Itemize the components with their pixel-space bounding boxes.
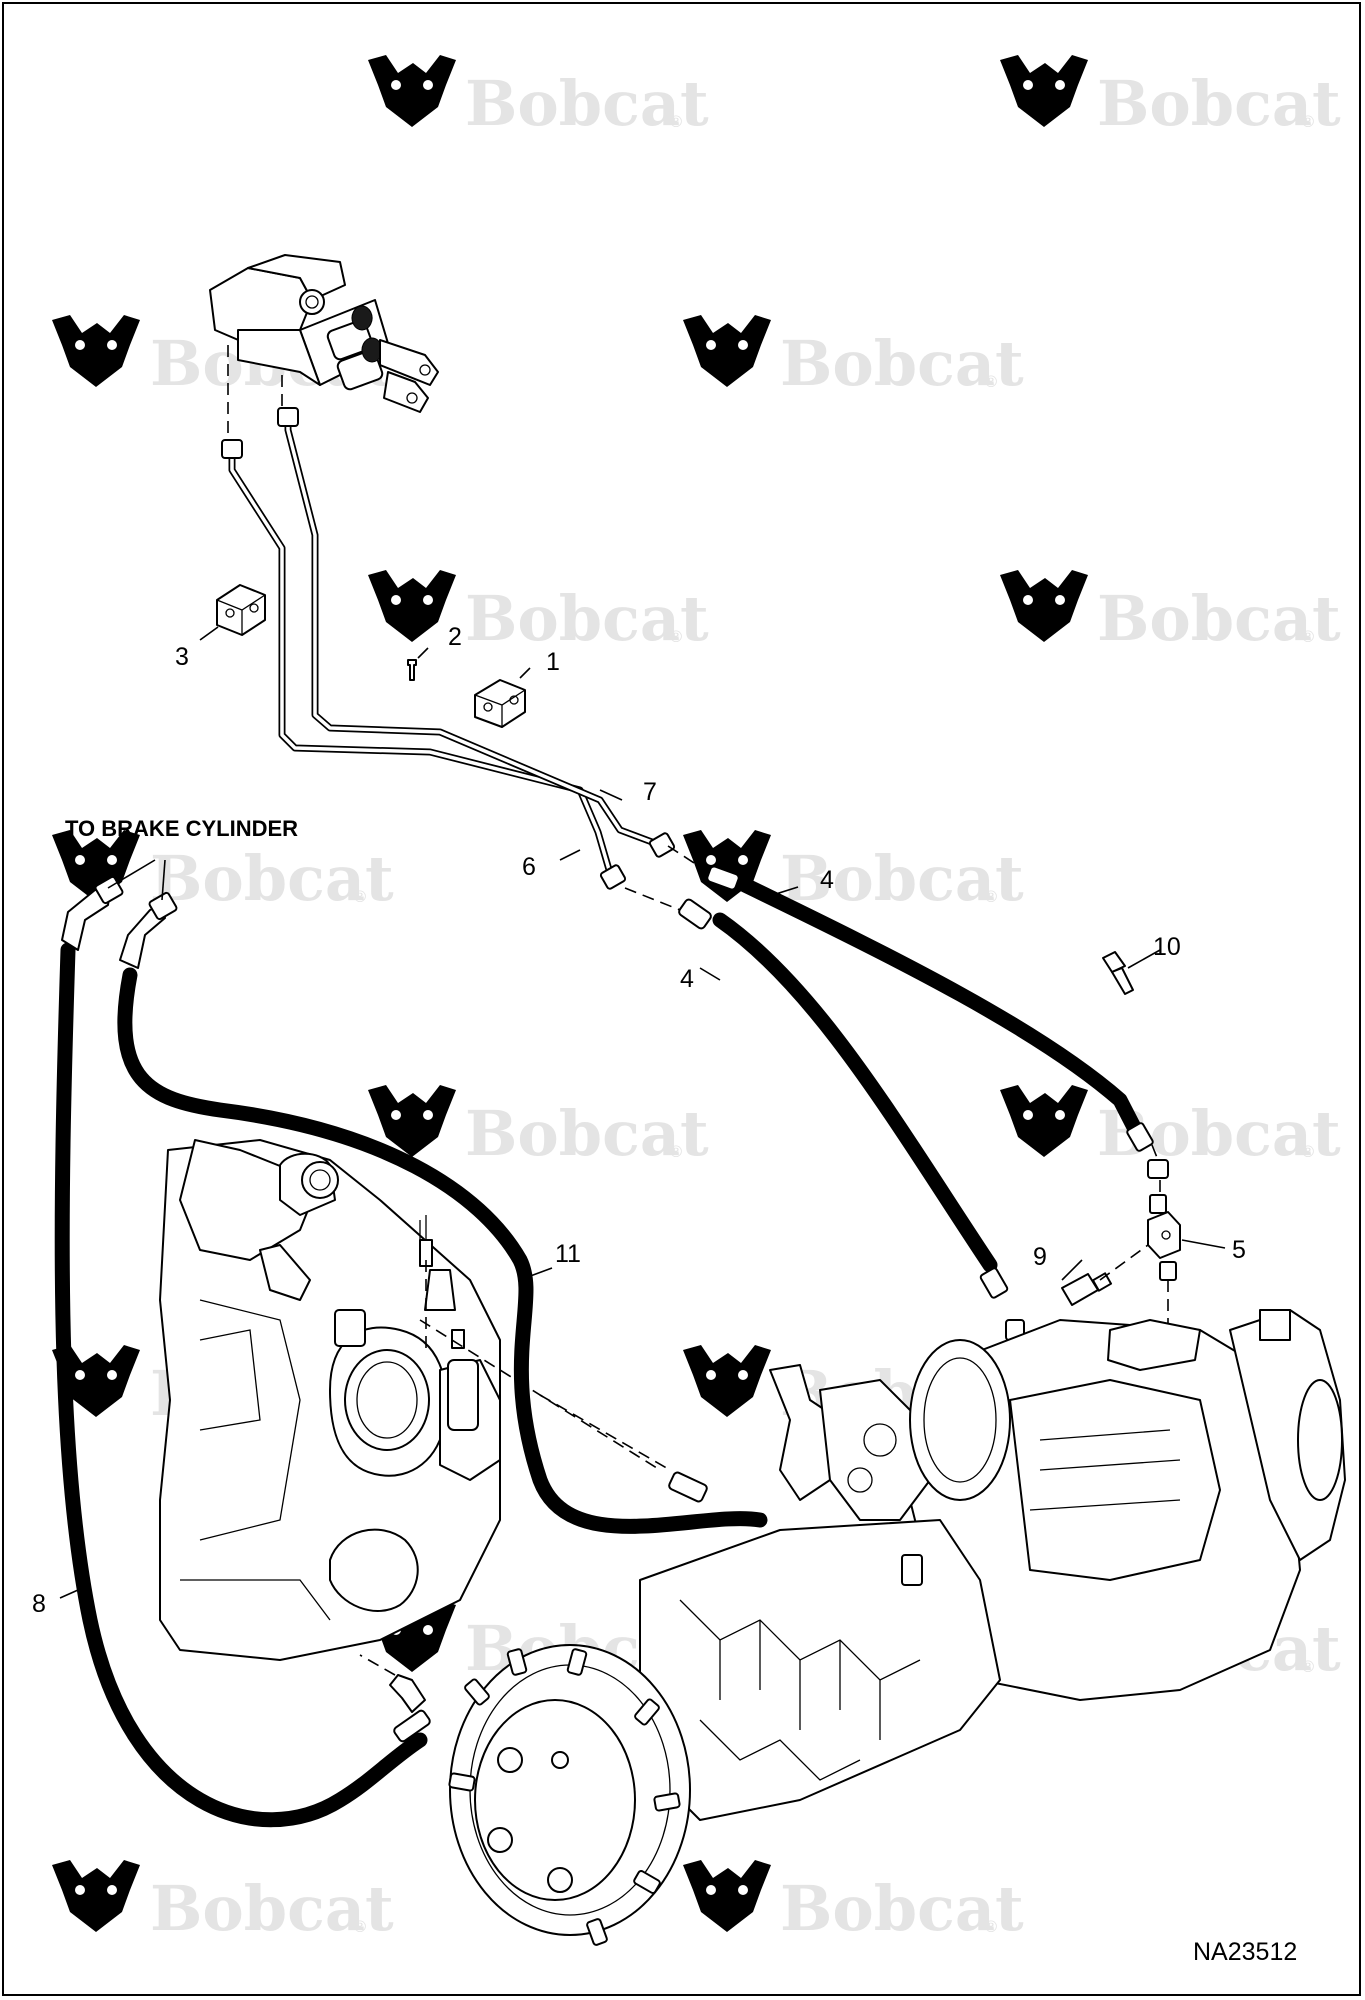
watermark-text: Bobcat bbox=[1097, 67, 1341, 140]
watermark-16: Bobcat ® bbox=[683, 1860, 1024, 1945]
align-dash-transmission-hose bbox=[419, 1319, 661, 1471]
watermark-text: Bobcat bbox=[150, 842, 394, 915]
svg-text:®: ® bbox=[983, 372, 999, 391]
svg-text:®: ® bbox=[1300, 627, 1316, 646]
brake-valve bbox=[209, 254, 439, 413]
watermark-text: Bobcat bbox=[150, 1872, 394, 1945]
callout-4-lower: 4 bbox=[680, 965, 694, 993]
tube-7 bbox=[277, 407, 676, 858]
watermark-9: Bobcat ® bbox=[368, 1085, 709, 1170]
callout-6: 6 bbox=[522, 853, 536, 881]
watermark-1: Bobcat ® bbox=[368, 55, 709, 140]
watermark-text: Bobcat bbox=[1097, 582, 1341, 655]
callout-10: 10 bbox=[1153, 933, 1181, 961]
transmission-unit bbox=[159, 1139, 501, 1661]
watermark-4: Bobcat ® bbox=[683, 315, 1024, 400]
clamp-1 bbox=[474, 679, 526, 728]
watermark-text: Bobcat bbox=[780, 1872, 1024, 1945]
watermark-text: Bobcat bbox=[780, 842, 1024, 915]
watermark-15: Bobcat ® bbox=[52, 1860, 394, 1945]
svg-text:®: ® bbox=[1300, 1142, 1316, 1161]
watermark-text: Bobcat bbox=[465, 67, 709, 140]
hose-11 bbox=[117, 891, 768, 1534]
watermark-text: Bobcat bbox=[780, 327, 1024, 400]
svg-text:®: ® bbox=[352, 887, 368, 906]
svg-text:®: ® bbox=[983, 1917, 999, 1936]
figure-id: NA23512 bbox=[1193, 1938, 1297, 1966]
leader-lines bbox=[59, 626, 1226, 1599]
svg-text:®: ® bbox=[668, 627, 684, 646]
watermark-8: Bobcat ® bbox=[683, 830, 1024, 915]
axle-assembly bbox=[448, 1309, 1346, 1946]
callout-5: 5 bbox=[1232, 1236, 1246, 1264]
tube-6 bbox=[221, 439, 627, 890]
callout-4-upper: 4 bbox=[820, 866, 834, 894]
watermark-6: Bobcat ® bbox=[1000, 570, 1341, 655]
callout-8: 8 bbox=[32, 1590, 46, 1618]
watermark-10: Bobcat ® bbox=[1000, 1085, 1341, 1170]
callout-1: 1 bbox=[546, 648, 560, 676]
align-dash-switch bbox=[1099, 1244, 1149, 1281]
align-dash-hose4-lower bbox=[624, 887, 681, 911]
watermark-text: Bobcat bbox=[465, 1097, 709, 1170]
svg-text:®: ® bbox=[352, 1917, 368, 1936]
callout-9: 9 bbox=[1033, 1243, 1047, 1271]
watermark-text: Bobcat bbox=[465, 582, 709, 655]
hose-4-lower bbox=[678, 898, 1025, 1341]
callout-2: 2 bbox=[448, 623, 462, 651]
hose-4-upper bbox=[706, 865, 1169, 1179]
svg-text:®: ® bbox=[668, 1142, 684, 1161]
watermark-5: Bobcat ® bbox=[368, 570, 709, 655]
svg-text:®: ® bbox=[668, 112, 684, 131]
svg-text:®: ® bbox=[1300, 112, 1316, 131]
switch-9 bbox=[1061, 1272, 1113, 1306]
callout-7: 7 bbox=[643, 778, 657, 806]
align-dash-hose11 bbox=[539, 1394, 671, 1471]
callout-3: 3 bbox=[175, 643, 189, 671]
align-dash-hose4-upper-end bbox=[1151, 1144, 1159, 1161]
svg-text:®: ® bbox=[983, 887, 999, 906]
bolt-2 bbox=[407, 659, 417, 681]
fitting-10 bbox=[1102, 951, 1134, 995]
align-dash-hose4-upper bbox=[667, 845, 709, 873]
align-dash-hose8 bbox=[359, 1654, 396, 1676]
svg-text:®: ® bbox=[1300, 1657, 1316, 1676]
clamp-3 bbox=[216, 584, 266, 636]
watermark-7: Bobcat ® bbox=[52, 830, 394, 915]
tee-5 bbox=[1147, 1194, 1181, 1281]
to-brake-cylinder-label: TO BRAKE CYLINDER bbox=[65, 816, 298, 841]
watermark-2: Bobcat ® bbox=[1000, 55, 1341, 140]
callout-11: 11 bbox=[555, 1240, 581, 1268]
